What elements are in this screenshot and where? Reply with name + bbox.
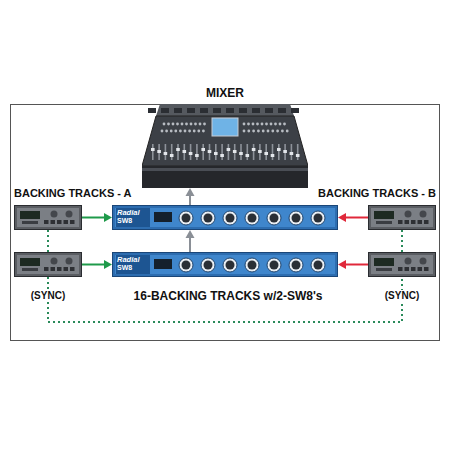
recorder-illustration [368, 252, 436, 277]
signal-arrow [82, 264, 104, 266]
brand-name: Radial [117, 255, 140, 264]
output-arrow [189, 196, 191, 205]
sync-line [48, 277, 402, 322]
model-name: SW8 [117, 264, 140, 272]
frame-border [11, 105, 440, 341]
brand-name: Radial [117, 208, 140, 217]
recorder-illustration [14, 205, 82, 230]
arrowhead [338, 213, 346, 222]
group-heading: BACKING TRACKS - B [318, 187, 436, 199]
model-name: SW8 [117, 217, 140, 225]
recorder-unit: (SYNC) [14, 252, 82, 277]
signal-arrow [346, 264, 368, 266]
link-arrow [189, 238, 191, 252]
group-heading: MIXER [206, 86, 244, 100]
recorder-unit: (SYNC) [368, 252, 436, 277]
arrowhead [104, 260, 112, 269]
sync-line [47, 230, 49, 252]
arrowhead [186, 230, 195, 238]
switcher-unit: RadialSW8 [112, 205, 338, 230]
switcher-illustration [112, 252, 338, 277]
group-heading: BACKING TRACKS - A [14, 187, 132, 199]
logo-block: RadialSW8 [117, 208, 140, 225]
switcher-unit: RadialSW8 [112, 252, 338, 277]
signal-arrow [82, 217, 104, 219]
mixer-illustration [142, 104, 308, 188]
arrowhead [186, 188, 195, 196]
arrowhead [338, 260, 346, 269]
logo-block: RadialSW8 [117, 255, 140, 272]
recorder-unit: BACKING TRACKS - B [368, 205, 436, 230]
arrowhead [104, 213, 112, 222]
recorder-illustration [14, 252, 82, 277]
signal-arrow [346, 217, 368, 219]
sync-label: (SYNC) [383, 290, 421, 301]
switcher-illustration [112, 205, 338, 230]
recorder-unit: BACKING TRACKS - A [14, 205, 82, 230]
mixer-console: MIXER [142, 104, 308, 188]
sync-line [401, 230, 403, 252]
recorder-illustration [368, 205, 436, 230]
sync-label: (SYNC) [29, 290, 67, 301]
diagram-caption-label: 16-BACKING TRACKS w/2-SW8's [132, 289, 325, 303]
